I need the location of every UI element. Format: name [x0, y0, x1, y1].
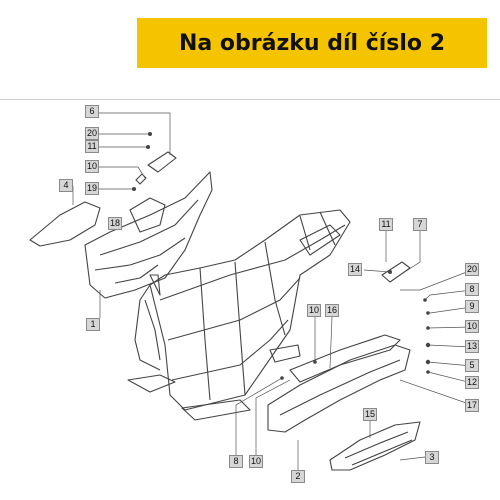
callout-20: 20	[85, 127, 99, 140]
floor-mat-part	[329, 421, 421, 471]
callout-15: 15	[363, 408, 377, 421]
callout-8: 8	[465, 283, 479, 296]
callout-5: 5	[465, 359, 479, 372]
callout-2: 2	[291, 470, 305, 483]
callout-20: 20	[465, 263, 479, 276]
callout-1: 1	[86, 318, 100, 331]
callout-19: 19	[85, 182, 99, 195]
title-banner: Na obrázku díl číslo 2	[137, 18, 487, 68]
header-divider	[0, 99, 500, 100]
part-small	[135, 173, 147, 185]
front-shield-part	[84, 171, 213, 299]
part-4	[29, 201, 101, 247]
callout-8: 8	[229, 455, 243, 468]
callout-17: 17	[465, 399, 479, 412]
part-6	[147, 151, 177, 173]
callout-16: 16	[325, 304, 339, 317]
callout-13: 13	[465, 340, 479, 353]
callout-12: 12	[465, 376, 479, 389]
inner-panel-part	[129, 197, 166, 233]
floor-side-panel-part	[267, 334, 411, 433]
callout-4: 4	[59, 179, 73, 192]
callout-3: 3	[425, 451, 439, 464]
banner-title: Na obrázku díl číslo 2	[178, 30, 446, 56]
frame-part	[127, 209, 351, 421]
callout-10: 10	[307, 304, 321, 317]
callout-11: 11	[85, 140, 99, 153]
callout-7: 7	[413, 218, 427, 231]
callout-10: 10	[249, 455, 263, 468]
callout-10: 10	[465, 320, 479, 333]
callout-10: 10	[85, 160, 99, 173]
callout-6: 6	[85, 105, 99, 118]
part-7	[381, 261, 411, 283]
callout-11: 11	[379, 218, 393, 231]
callout-18: 18	[108, 217, 122, 230]
callout-14: 14	[348, 263, 362, 276]
callout-9: 9	[465, 300, 479, 313]
